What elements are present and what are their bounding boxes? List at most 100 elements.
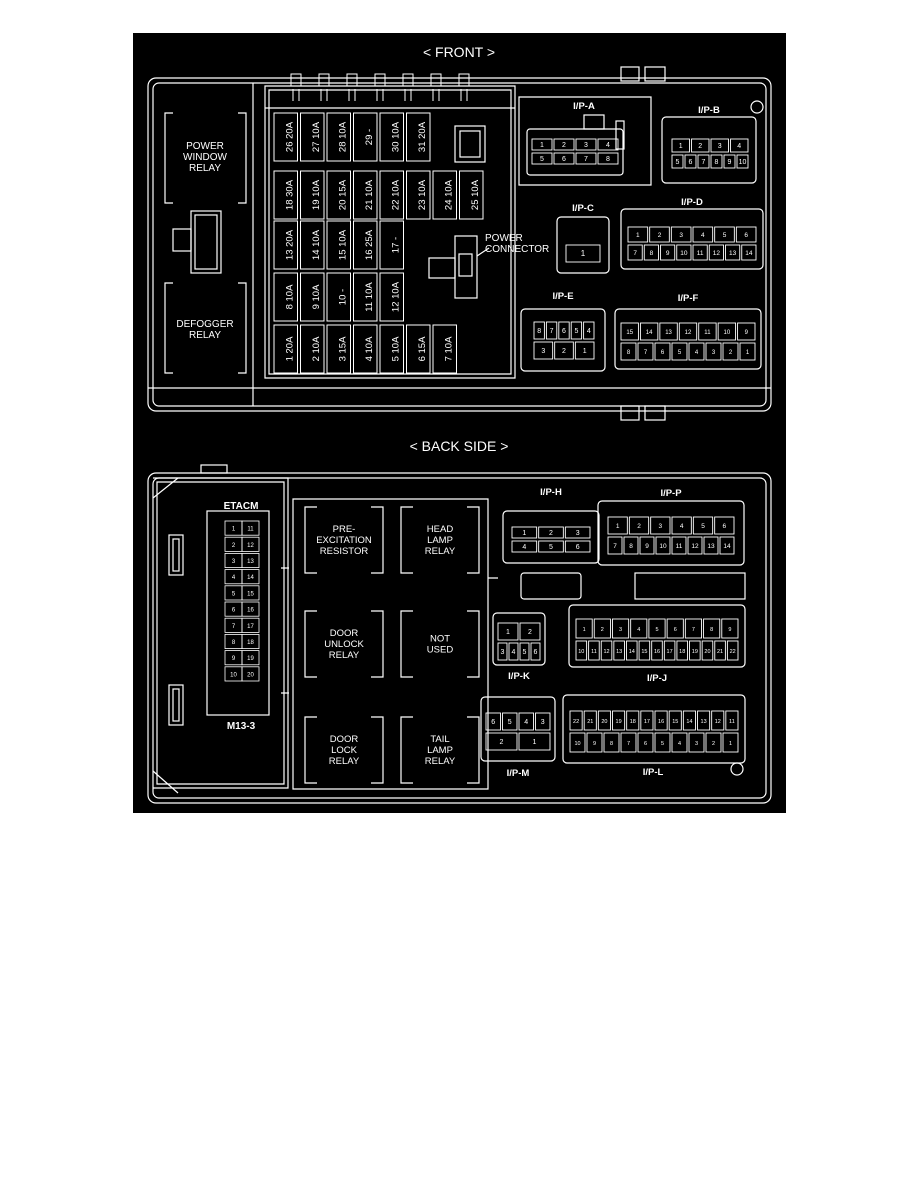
fuse-label: 30 10A: [390, 121, 401, 152]
pin-number: 7: [633, 250, 637, 257]
pin-number: 20: [704, 649, 710, 655]
pin-number: 17: [644, 719, 650, 725]
connector-label-ip-l: I/P-L: [643, 767, 664, 778]
pin-number: 1: [746, 350, 750, 356]
connector-pin: 9: [660, 244, 676, 261]
pin-number: 4: [637, 627, 640, 633]
pin-number: 3: [718, 143, 722, 150]
pin-number: 4: [678, 741, 681, 747]
pin-number: 14: [247, 575, 254, 581]
connector-pin: 13: [613, 640, 625, 661]
pin-number: 16: [658, 719, 664, 725]
fuse: 13 20A: [273, 220, 298, 270]
pin-number: 6: [689, 159, 693, 166]
connector-pin: 7: [545, 321, 558, 340]
connector-pin: 13: [697, 710, 711, 731]
defogger-relay-label-1: DEFOGGER: [176, 319, 233, 330]
pin-number: 4: [701, 232, 705, 239]
connector-pin: 21: [714, 640, 726, 661]
relay-label: LAMP: [427, 535, 453, 546]
connector-pin: 10: [736, 154, 749, 169]
connector-pin: 9: [639, 536, 655, 555]
pin-number: 6: [534, 649, 538, 656]
fuse: 26 20A: [273, 112, 298, 162]
etacm-pin: 3: [224, 553, 243, 569]
connector-pin: 11: [698, 322, 717, 341]
pin-number: 13: [701, 719, 707, 725]
pin-number: 8: [629, 543, 633, 550]
connector-pin: 16: [651, 640, 663, 661]
fuse: 11 10A: [353, 272, 378, 322]
pin-number: 11: [729, 719, 735, 725]
pin-number: 19: [247, 656, 254, 662]
connector-pin: 3: [705, 342, 722, 361]
pin-number: 12: [247, 543, 254, 549]
connector-pin: 6: [654, 342, 671, 361]
pin-number: 8: [715, 159, 719, 166]
pin-number: 5: [723, 232, 727, 239]
connector-pin: 5: [531, 152, 553, 165]
back-heading: < BACK SIDE >: [410, 438, 509, 454]
connector-pin: 10: [575, 640, 588, 661]
pin-number: 3: [541, 348, 545, 355]
connector-pin: 1: [607, 516, 628, 535]
connector-pin: 10: [676, 244, 692, 261]
connector-pin: 12: [711, 710, 725, 731]
connector-pin: 15: [620, 322, 639, 341]
relay-label: RELAY: [329, 650, 360, 661]
pin-number: 8: [232, 640, 236, 646]
pin-number: 11: [247, 527, 254, 533]
power-window-relay-label-2: WINDOW: [183, 152, 227, 163]
connector-pin: 5: [502, 712, 518, 731]
pin-number: 14: [745, 250, 753, 257]
connector-pin: 9: [721, 618, 739, 639]
connector-pin: 4: [671, 516, 692, 535]
connector-pin: 3: [497, 642, 508, 661]
pin-number: 13: [247, 559, 254, 565]
fuse: 21 10A: [353, 170, 378, 220]
connector-label-ip-p: I/P-P: [660, 488, 682, 499]
connector-pin: 6: [666, 618, 684, 639]
fuse: 10 -: [326, 272, 351, 322]
connector-pin: 2: [649, 226, 670, 243]
pin-number: 15: [626, 330, 633, 336]
relay-label: RELAY: [329, 756, 360, 767]
pin-number: 8: [710, 627, 713, 633]
pin-number: 2: [549, 530, 553, 537]
pin-number: 11: [697, 250, 704, 257]
connector-pin: 5: [692, 516, 714, 535]
pin-number: 6: [744, 232, 748, 239]
connector-pin: 13: [703, 536, 719, 555]
pin-number: 7: [550, 328, 554, 335]
pin-number: 5: [549, 544, 553, 551]
pin-number: 20: [247, 672, 254, 678]
connector-pin: 3: [564, 526, 591, 539]
fuse-label: 23 10A: [417, 179, 428, 210]
pin-number: 8: [537, 328, 541, 335]
connector-pin: 7: [607, 536, 623, 555]
connector-pin: 21: [583, 710, 597, 731]
pin-number: 13: [665, 330, 672, 336]
fuse: 12 10A: [379, 272, 404, 322]
fuse: 4 10A: [353, 324, 378, 374]
connector-pin: 19: [689, 640, 701, 661]
back-panel-outline: [147, 464, 772, 804]
fuse-label: 6 15A: [417, 336, 428, 361]
fuse: 27 10A: [300, 112, 325, 162]
pin-number: 7: [627, 741, 630, 747]
etacm-pin: 6: [224, 601, 243, 617]
connector-pin: 10: [717, 322, 737, 341]
connector-label-ip-c: I/P-C: [572, 203, 594, 214]
pin-number: 2: [562, 142, 566, 149]
connector-pin: 18: [676, 640, 688, 661]
fuse: 17 -: [379, 220, 404, 270]
etacm-pin: 10: [224, 666, 243, 682]
pin-number: 10: [578, 649, 584, 655]
fuse: 2 10A: [300, 324, 325, 374]
connector-pin: 14: [626, 640, 638, 661]
